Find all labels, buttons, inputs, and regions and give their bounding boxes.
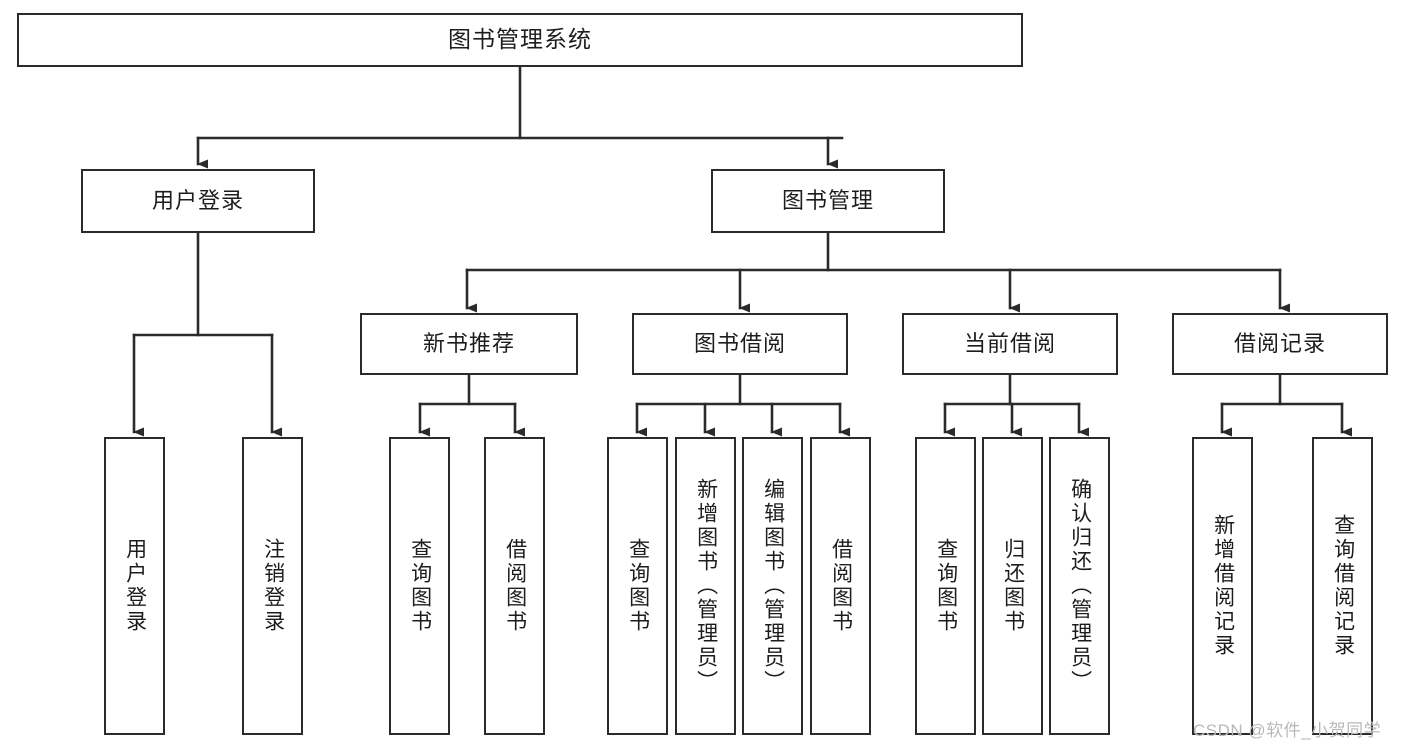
node-user-login-label: 用户登录 [151, 187, 244, 213]
node-leaf-edit-book-label: 编辑图书（管理员） [761, 478, 785, 694]
node-leaf-confirm-return-label: 确认归还（管理员） [1068, 478, 1092, 694]
node-leaf-return-book-label: 归还图书 [1001, 538, 1025, 634]
node-borrow-record-label: 借阅记录 [1233, 330, 1326, 356]
node-borrow-record[interactable]: 借阅记录 [1172, 313, 1388, 375]
watermark-text: CSDN @软件_小贺同学 [1193, 721, 1382, 740]
node-current-borrow[interactable]: 当前借阅 [902, 313, 1118, 375]
node-new-book-recommend-label: 新书推荐 [422, 330, 515, 356]
node-leaf-query-book-1[interactable]: 查询图书 [389, 437, 450, 735]
node-leaf-query-book-1-label: 查询图书 [408, 538, 432, 634]
node-leaf-user-login-label: 用户登录 [123, 538, 147, 634]
node-leaf-edit-book[interactable]: 编辑图书（管理员） [742, 437, 803, 735]
node-leaf-add-book-label: 新增图书（管理员） [694, 478, 718, 694]
node-leaf-query-book-3-label: 查询图书 [934, 538, 958, 634]
node-leaf-add-record-label: 新增借阅记录 [1211, 514, 1235, 658]
node-book-borrow-label: 图书借阅 [693, 330, 786, 356]
node-leaf-confirm-return[interactable]: 确认归还（管理员） [1049, 437, 1110, 735]
node-leaf-query-record[interactable]: 查询借阅记录 [1312, 437, 1373, 735]
node-book-manage-label: 图书管理 [781, 187, 874, 213]
node-leaf-borrow-book-2[interactable]: 借阅图书 [810, 437, 871, 735]
node-root[interactable]: 图书管理系统 [17, 13, 1023, 67]
node-book-borrow[interactable]: 图书借阅 [632, 313, 848, 375]
node-leaf-return-book[interactable]: 归还图书 [982, 437, 1043, 735]
node-leaf-user-logout-label: 注销登录 [261, 538, 285, 634]
node-book-manage[interactable]: 图书管理 [711, 169, 945, 233]
node-leaf-query-book-2[interactable]: 查询图书 [607, 437, 668, 735]
node-leaf-borrow-book-1-label: 借阅图书 [503, 538, 527, 634]
node-current-borrow-label: 当前借阅 [963, 330, 1056, 356]
node-user-login[interactable]: 用户登录 [81, 169, 315, 233]
node-new-book-recommend[interactable]: 新书推荐 [360, 313, 578, 375]
node-leaf-add-record[interactable]: 新增借阅记录 [1192, 437, 1253, 735]
node-leaf-query-book-2-label: 查询图书 [626, 538, 650, 634]
node-leaf-add-book[interactable]: 新增图书（管理员） [675, 437, 736, 735]
node-leaf-borrow-book-2-label: 借阅图书 [829, 538, 853, 634]
node-root-label: 图书管理系统 [448, 26, 592, 53]
node-leaf-borrow-book-1[interactable]: 借阅图书 [484, 437, 545, 735]
node-leaf-query-record-label: 查询借阅记录 [1331, 514, 1355, 658]
node-leaf-user-logout[interactable]: 注销登录 [242, 437, 303, 735]
node-leaf-query-book-3[interactable]: 查询图书 [915, 437, 976, 735]
node-leaf-user-login[interactable]: 用户登录 [104, 437, 165, 735]
watermark: CSDN @软件_小贺同学 [1193, 716, 1381, 741]
